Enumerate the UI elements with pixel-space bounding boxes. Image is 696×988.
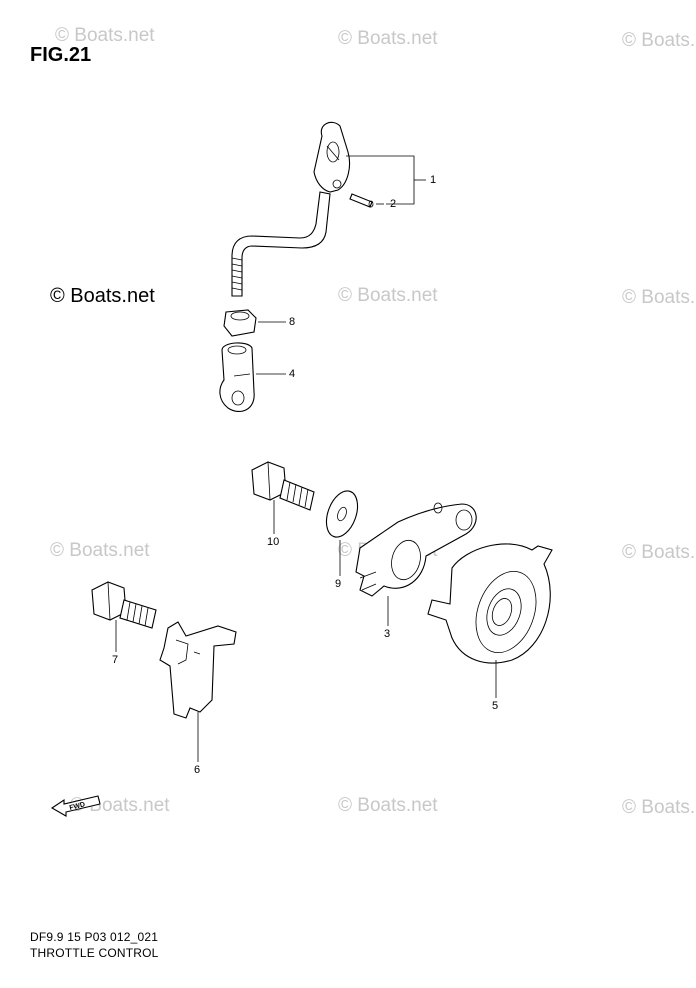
callout-5: 5	[492, 700, 499, 712]
callout-6: 6	[194, 764, 201, 776]
callout-9: 9	[335, 578, 342, 590]
diagram-code: DF9.9 15 P03 012_021	[30, 930, 159, 944]
callout-4: 4	[289, 368, 296, 380]
figure-title: FIG.21	[30, 44, 92, 66]
fwd-label: FWD	[69, 801, 86, 812]
callout-3: 3	[384, 628, 391, 640]
pin-part-2	[349, 193, 374, 208]
bracket-part-6	[159, 621, 237, 719]
watermark: © Boats.net	[338, 28, 438, 49]
leader-lines	[115, 155, 497, 762]
throttle-rod-part-1	[231, 121, 351, 297]
watermark: © Boats.net	[55, 25, 155, 46]
throttle-lever-part-3	[355, 502, 477, 597]
callout-10: 10	[267, 536, 280, 548]
rod-end-part-4	[219, 342, 255, 412]
diagram-title: THROTTLE CONTROL	[30, 946, 159, 960]
throttle-cam-part-5	[427, 543, 553, 664]
watermark: © Boats.net	[50, 540, 150, 561]
bolt-part-10	[251, 461, 315, 511]
fwd-arrow-icon: FWD	[50, 795, 101, 817]
watermark: © Boats.net	[622, 30, 696, 51]
callout-7: 7	[112, 654, 119, 666]
watermark-strong: © Boats.net	[50, 285, 155, 307]
callout-8: 8	[289, 316, 296, 328]
watermark: © Boats.net	[622, 287, 696, 308]
callout-1: 1	[430, 174, 437, 186]
callout-2: 2	[390, 198, 397, 210]
washer-part-9	[325, 490, 359, 538]
watermark: © Boats.net	[338, 795, 438, 816]
bolt-part-7	[91, 581, 157, 629]
nut-part-8	[223, 309, 257, 337]
watermark: © Boats.net	[622, 797, 696, 818]
watermark: © Boats.net	[338, 285, 438, 306]
watermark: © Boats.net	[622, 542, 696, 563]
